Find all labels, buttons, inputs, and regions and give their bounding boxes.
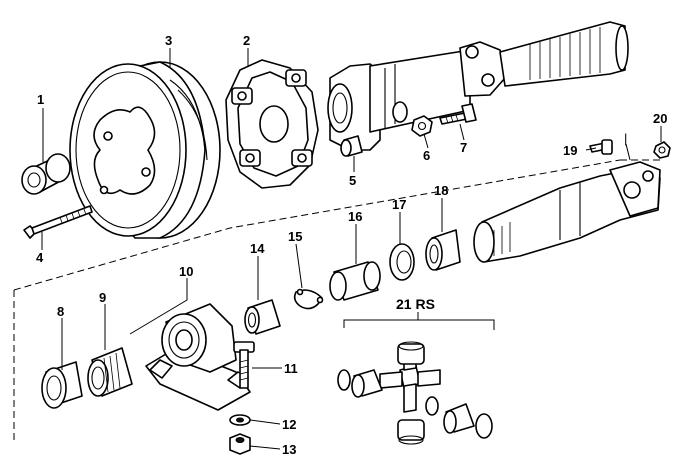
- callout-19: 19: [563, 143, 577, 158]
- callout-16: 16: [348, 209, 362, 224]
- bolt-4: [23, 205, 93, 239]
- sleeve-16: [329, 261, 381, 301]
- assembly-boundary: [13, 159, 660, 440]
- callout-15: 15: [288, 229, 302, 244]
- callout-10: 10: [179, 264, 193, 279]
- callout-6: 6: [423, 148, 430, 163]
- seal-disc-left: [337, 369, 351, 391]
- callout-13: 13: [282, 442, 296, 457]
- callout-14: 14: [250, 241, 265, 256]
- bushing-5: [340, 135, 363, 157]
- center-bearing-10: [145, 303, 251, 411]
- bolt-7: [439, 103, 477, 125]
- callout-4: 4: [36, 250, 44, 265]
- nut-20: [653, 141, 671, 159]
- front-shaft-section: [327, 21, 629, 151]
- callout-1: 1: [37, 92, 44, 107]
- callout-part-index-mark: |: [624, 131, 627, 146]
- callout-2: 2: [243, 33, 250, 48]
- bearing-18: [425, 229, 461, 271]
- t-bolt-11: [233, 341, 255, 389]
- universal-joint-kit: [337, 312, 495, 445]
- callout-5: 5: [349, 173, 356, 188]
- callout-21: 21 RS: [396, 296, 435, 312]
- circlip-small: [425, 396, 439, 416]
- sleeve-1: [21, 153, 71, 195]
- screw-19: [589, 139, 613, 155]
- callout-8: 8: [57, 304, 64, 319]
- flex-coupling: [225, 59, 319, 189]
- bearing-cup-top: [397, 341, 425, 365]
- callout-labels: 1 2 3 4 5 6 7 8 9 10 11 12 13 14 15 16 1…: [36, 33, 667, 457]
- bushing-14: [244, 299, 281, 335]
- callout-3: 3: [165, 33, 172, 48]
- seal-disc-right: [475, 413, 493, 439]
- washer-12: [229, 414, 251, 426]
- callout-7: 7: [460, 140, 467, 155]
- bearing-cup-bottom: [397, 419, 425, 445]
- flywheel-drum: [69, 61, 221, 239]
- seal-ring-8: [41, 361, 83, 409]
- callout-9: 9: [99, 290, 106, 305]
- bearing-cup-right: [443, 403, 475, 434]
- circlip-15: [293, 288, 324, 310]
- needle-bearing-9: [87, 347, 133, 397]
- callout-17: 17: [392, 197, 406, 212]
- nut-13: [229, 433, 251, 455]
- lock-ring-17: [389, 243, 415, 281]
- callout-20: 20: [653, 111, 667, 126]
- nut-6: [411, 115, 433, 137]
- bearing-cup-left: [351, 369, 383, 398]
- leader-lines: [41, 48, 662, 450]
- callout-12: 12: [282, 417, 296, 432]
- callout-11: 11: [284, 361, 298, 376]
- rear-shaft-section: [473, 161, 661, 263]
- callout-18: 18: [434, 183, 448, 198]
